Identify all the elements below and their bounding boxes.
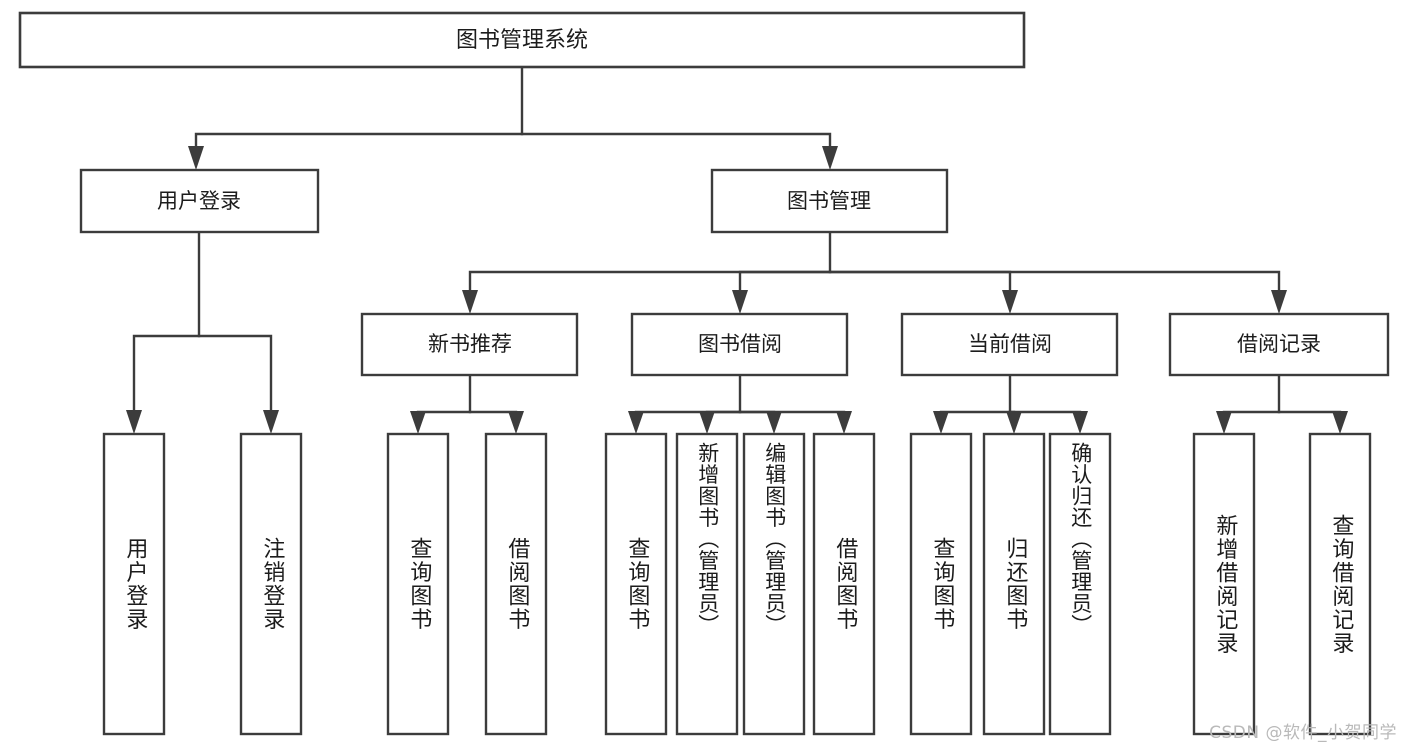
connector-bookmanage-to-level3: [462, 230, 1287, 314]
leaf-box-query-book-borrow[interactable]: [604, 432, 668, 736]
leaf-box-return-book[interactable]: [982, 432, 1046, 736]
arrow-head-icon: [836, 411, 852, 434]
arrow-head-icon: [188, 146, 204, 170]
leaf-box-user-login[interactable]: [102, 432, 166, 736]
node-borrow-record-box[interactable]: [1168, 312, 1390, 377]
arrow-head-icon: [933, 411, 949, 434]
arrow-head-icon: [766, 411, 782, 434]
arrow-head-icon: [1072, 411, 1088, 434]
leaf-box-logout[interactable]: [239, 432, 303, 736]
leaf-box-add-record[interactable]: [1192, 432, 1256, 736]
arrow-head-icon: [263, 410, 279, 434]
arrow-head-icon: [1216, 411, 1232, 434]
node-book-manage-label: 图书管理: [787, 189, 871, 213]
connector-borrowrecord-to-leaves: [1216, 373, 1348, 434]
arrow-head-icon: [1006, 411, 1022, 434]
arrow-head-icon: [508, 411, 524, 434]
arrow-head-icon: [1002, 290, 1018, 314]
node-book-manage-box[interactable]: [710, 168, 949, 234]
leaf-box-query-book-rec[interactable]: [386, 432, 450, 736]
leaf-box-query-record[interactable]: [1308, 432, 1372, 736]
node-book-borrow-label: 图书借阅: [698, 332, 782, 356]
node-book-borrow[interactable]: 图书借阅: [630, 312, 849, 377]
connector-bookborrow-to-leaves: [628, 373, 852, 434]
leaf-box-query-book-cur[interactable]: [909, 432, 973, 736]
arrow-head-icon: [732, 290, 748, 314]
node-user-login[interactable]: 用户登录: [79, 168, 320, 234]
node-current-borrow-label: 当前借阅: [968, 332, 1052, 356]
arrow-head-icon: [1271, 290, 1287, 314]
node-root[interactable]: 图书管理系统: [18, 11, 1026, 69]
arrow-head-icon: [1332, 411, 1348, 434]
node-root-label: 图书管理系统: [456, 28, 588, 53]
node-new-book-rec-box[interactable]: [360, 312, 579, 377]
connector-userlogin-to-leaves: [126, 230, 279, 434]
arrow-head-icon: [822, 146, 838, 170]
arrow-head-icon: [628, 411, 644, 434]
node-root-box[interactable]: [18, 11, 1026, 69]
node-book-manage[interactable]: 图书管理: [710, 168, 949, 234]
connector-currentborrow-to-leaves: [933, 373, 1088, 434]
arrow-head-icon: [410, 411, 426, 434]
node-user-login-box[interactable]: [79, 168, 320, 234]
leaf-box-add-book[interactable]: [675, 432, 739, 736]
leaf-box-borrow-book[interactable]: [812, 432, 876, 736]
arrow-head-icon: [126, 410, 142, 434]
watermark-text: CSDN @软件_小贺同学: [1209, 723, 1397, 743]
node-book-borrow-box[interactable]: [630, 312, 849, 377]
node-borrow-record-label: 借阅记录: [1237, 332, 1321, 356]
leaf-box-edit-book[interactable]: [742, 432, 806, 736]
connector-newbook-to-leaves: [410, 373, 524, 434]
node-user-login-label: 用户登录: [157, 189, 241, 213]
leaf-box-confirm-return[interactable]: [1048, 432, 1112, 736]
node-new-book-rec[interactable]: 新书推荐: [360, 312, 579, 377]
node-borrow-record[interactable]: 借阅记录: [1168, 312, 1390, 377]
node-current-borrow-box[interactable]: [900, 312, 1119, 377]
connector-root-to-level2: [188, 65, 838, 170]
arrow-head-icon: [462, 290, 478, 314]
node-new-book-rec-label: 新书推荐: [428, 332, 512, 356]
leaf-box-borrow-book-rec[interactable]: [484, 432, 548, 736]
arrow-head-icon: [699, 411, 715, 434]
node-current-borrow[interactable]: 当前借阅: [900, 312, 1119, 377]
